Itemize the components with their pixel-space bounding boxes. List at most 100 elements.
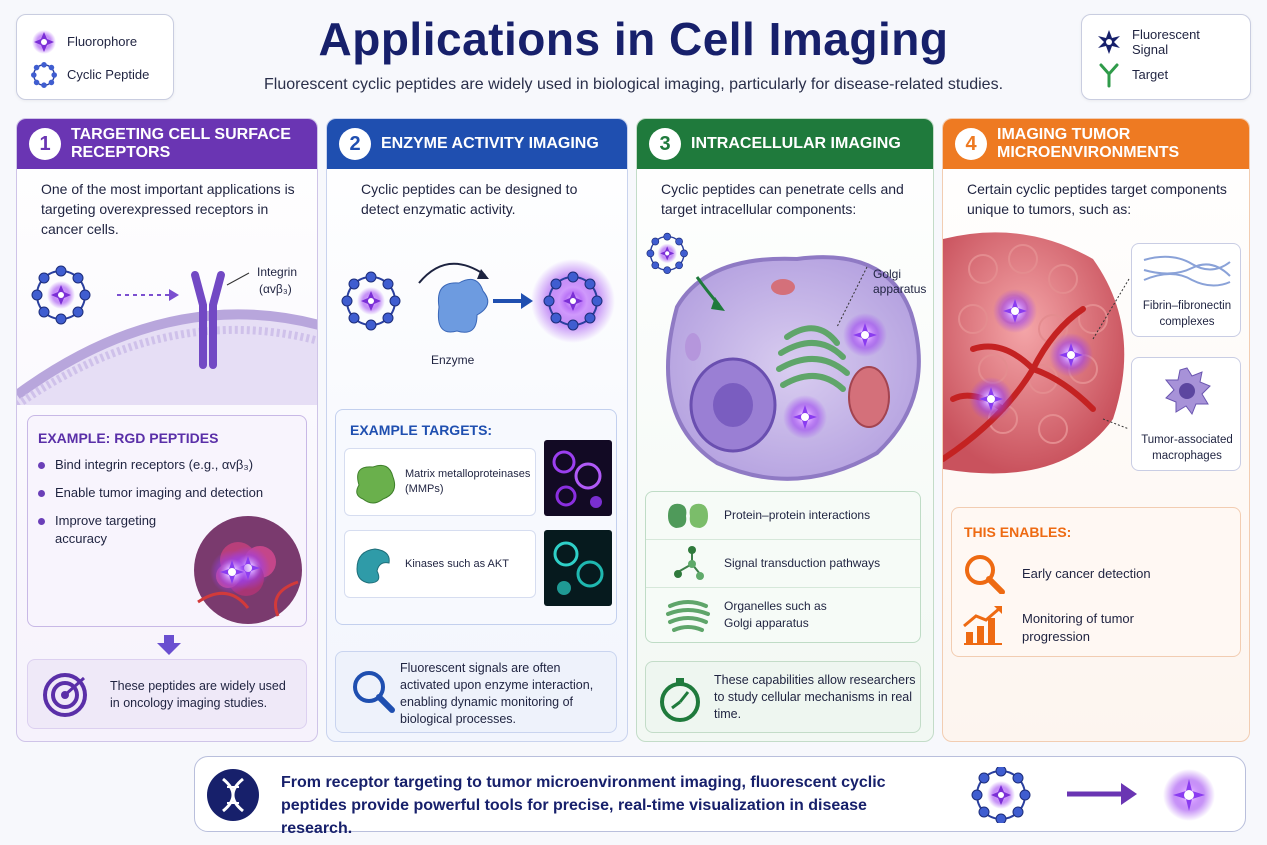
- example-heading: EXAMPLE TARGETS:: [350, 422, 493, 438]
- dna-icon: [207, 769, 259, 821]
- note-box: Fluorescent signals are often activated …: [335, 651, 617, 733]
- panel-number: 1: [29, 128, 61, 160]
- target-row: Signal transduction pathways: [646, 540, 920, 588]
- note-text: These capabilities allow researchers to …: [714, 673, 916, 721]
- panel-intracellular: 3 INTRACELLULAR IMAGING Cyclic peptides …: [636, 118, 934, 742]
- note-box: These capabilities allow researchers to …: [645, 661, 921, 733]
- target-label: Signal transduction pathways: [724, 556, 881, 570]
- example-rgd-box: EXAMPLE: RGD PEPTIDES Bind integrin rece…: [27, 415, 307, 627]
- footer-banner: From receptor targeting to tumor microen…: [194, 756, 1246, 837]
- panel-enzyme-activity: 2 ENZYME ACTIVITY IMAGING Cyclic peptide…: [326, 118, 628, 742]
- panel-title: INTRACELLULAR IMAGING: [691, 135, 901, 152]
- bullet-item: Bind integrin receptors (e.g., αvβ₃): [38, 456, 298, 474]
- target-receptor-icon: [1099, 63, 1119, 87]
- legend-item-fluorophore: Fluorophore: [31, 25, 159, 58]
- protein-pair-icon: [668, 503, 708, 528]
- callout-fibrin: Fibrin–fibronectin complexes: [1131, 243, 1241, 337]
- target-label: Protein–protein interactions: [724, 508, 871, 522]
- golgi-icon: [666, 600, 710, 632]
- bullet-list: Bind integrin receptors (e.g., αvβ₃) Ena…: [28, 456, 263, 548]
- panel-intro: Cyclic peptides can be designed to detec…: [361, 181, 578, 217]
- target-label: Matrix metalloproteinases (MMPs): [405, 468, 531, 495]
- panel-header: 4 IMAGING TUMOR MICROENVIRONMENTS: [943, 119, 1249, 169]
- enables-item: Early cancer detection: [1022, 566, 1151, 581]
- arrow-down-icon: [157, 635, 181, 655]
- panel-tumor-microenvironment: 4 IMAGING TUMOR MICROENVIRONMENTS Certai…: [942, 118, 1250, 742]
- panel-intro: One of the most important applications i…: [41, 181, 295, 237]
- fibrin-icon: [1143, 255, 1231, 287]
- footer-text: From receptor targeting to tumor microen…: [281, 774, 886, 837]
- cyclic-peptide-icon: [31, 61, 57, 88]
- legend-item-cyclic-peptide: Cyclic Peptide: [31, 58, 159, 91]
- integrin-sub-label: (αvβ₃): [259, 282, 292, 296]
- bullet-item: Improve targeting accuracy: [38, 512, 198, 548]
- growth-chart-icon: [963, 606, 1002, 645]
- enzyme-illustration: [341, 259, 615, 343]
- target-icon: [43, 673, 87, 717]
- legend-item-fluorescent-signal: Fluorescent Signal: [1096, 25, 1236, 58]
- mmp-micrograph-icon: [544, 440, 612, 516]
- magnifier-icon: [353, 671, 395, 713]
- panel-intro: Certain cyclic peptides target component…: [967, 181, 1227, 217]
- enables-heading: THIS ENABLES:: [964, 524, 1072, 540]
- golgi-label: Golgi apparatus: [873, 267, 927, 296]
- panel-number: 2: [339, 128, 371, 160]
- enables-box: THIS ENABLES: Early cancer detection Mon…: [951, 507, 1241, 657]
- enzyme-label: Enzyme: [431, 353, 475, 367]
- search-icon: [965, 555, 1005, 594]
- legend-right: Fluorescent Signal Target: [1081, 14, 1251, 100]
- cell-illustration: [646, 232, 921, 481]
- callout-label: Tumor-associated macrophages: [1141, 434, 1233, 462]
- page-title: Applications in Cell Imaging: [318, 13, 949, 65]
- intracellular-targets-box: Protein–protein interactions Signal tran…: [645, 491, 921, 643]
- signal-pathway-icon: [674, 546, 704, 580]
- protein-kinase-icon: [356, 548, 390, 584]
- panel-header: 2 ENZYME ACTIVITY IMAGING: [327, 119, 627, 169]
- target-label: Organelles such as Golgi apparatus: [724, 599, 827, 630]
- legend-item-target: Target: [1096, 58, 1236, 91]
- target-label: Kinases such as AKT: [405, 558, 509, 570]
- note-text: These peptides are widely used in oncolo…: [110, 679, 286, 710]
- panel-title: TARGETING CELL SURFACE RECEPTORS: [71, 126, 291, 161]
- stopwatch-icon: [660, 678, 700, 722]
- panel-header: 3 INTRACELLULAR IMAGING: [637, 119, 933, 169]
- panel-receptor-targeting: 1 TARGETING CELL SURFACE RECEPTORS One o…: [16, 118, 318, 742]
- tumor-illustration: [943, 232, 1125, 474]
- target-item-mmp: Matrix metalloproteinases (MMPs): [344, 448, 536, 516]
- panel-title: ENZYME ACTIVITY IMAGING: [381, 135, 599, 152]
- signal-icon: [1098, 29, 1120, 54]
- example-heading: EXAMPLE: RGD PEPTIDES: [38, 430, 219, 446]
- panel-intro: Cyclic peptides can penetrate cells and …: [661, 181, 904, 217]
- target-row: Organelles such as Golgi apparatus: [646, 588, 920, 644]
- target-item-akt: Kinases such as AKT: [344, 530, 536, 598]
- legend-label: Fluorophore: [67, 34, 138, 49]
- bullet-item: Enable tumor imaging and detection: [38, 484, 298, 502]
- panel-number: 3: [649, 128, 681, 160]
- callout-lines: [1092, 278, 1130, 430]
- macrophage-icon: [1164, 367, 1211, 416]
- target-row: Protein–protein interactions: [646, 492, 920, 540]
- panel-number: 4: [955, 128, 987, 160]
- callout-macrophage: Tumor-associated macrophages: [1131, 357, 1241, 471]
- panel-title: IMAGING TUMOR MICROENVIRONMENTS: [997, 126, 1180, 161]
- page-subtitle: Fluorescent cyclic peptides are widely u…: [263, 76, 1004, 93]
- protein-mmp-icon: [356, 464, 396, 504]
- fluorophore-icon: [32, 29, 56, 54]
- tumor-image-icon: [194, 516, 302, 624]
- enables-item: Monitoring of tumor progression: [1022, 611, 1134, 644]
- legend-label: Cyclic Peptide: [67, 67, 150, 82]
- callout-label: Fibrin–fibronectin complexes: [1142, 300, 1232, 328]
- arrow-right-icon: [1067, 783, 1137, 805]
- cyclic-peptide-icon: [971, 767, 1031, 823]
- note-text: Fluorescent signals are often activated …: [400, 661, 594, 726]
- note-box: These peptides are widely used in oncolo…: [27, 659, 307, 729]
- legend-label: Target: [1132, 67, 1169, 82]
- glow-icon: [1163, 769, 1215, 821]
- kinase-micrograph-icon: [544, 530, 612, 606]
- example-targets-box: EXAMPLE TARGETS: Matrix metalloproteinas…: [335, 409, 617, 625]
- panel-header: 1 TARGETING CELL SURFACE RECEPTORS: [17, 119, 317, 169]
- legend-left: Fluorophore Cyclic Peptide: [16, 14, 174, 100]
- legend-label: Fluorescent Signal: [1132, 26, 1200, 57]
- integrin-label: Integrin: [257, 265, 298, 279]
- receptor-illustration: [17, 265, 317, 405]
